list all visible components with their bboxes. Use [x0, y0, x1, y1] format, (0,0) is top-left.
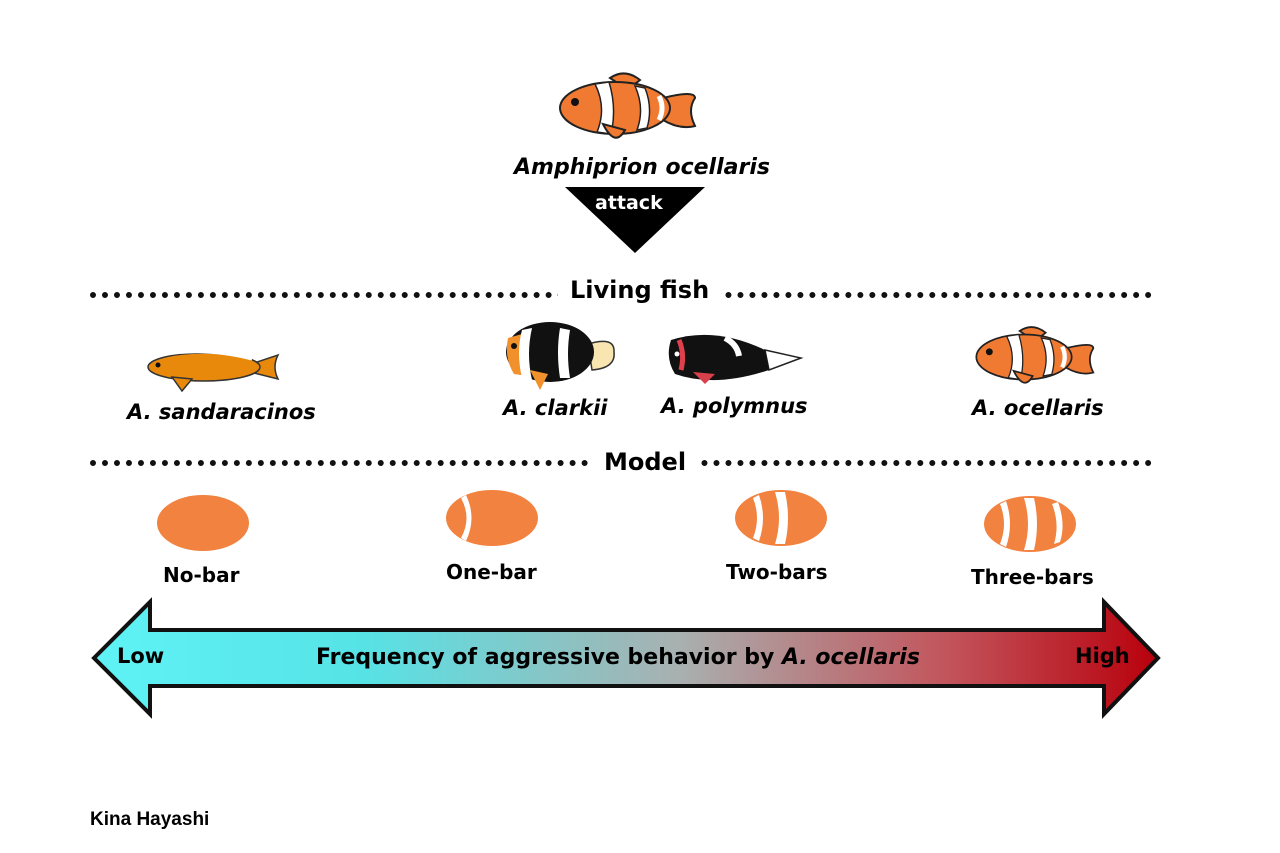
- aggression-scale-arrow: [91, 597, 1161, 719]
- scale-high-label: High: [1075, 644, 1130, 668]
- scale-caption: Frequency of aggressive behavior by A. o…: [316, 645, 920, 670]
- living-fish-heading: Living fish: [558, 276, 722, 304]
- polymnus-icon: [668, 334, 804, 384]
- species-label: A. polymnus: [661, 394, 808, 418]
- scale-caption-text: Frequency of aggressive behavior by: [316, 645, 782, 670]
- model-label: Two-bars: [726, 560, 828, 584]
- attack-label: attack: [595, 192, 663, 214]
- species-label: A. clarkii: [503, 396, 608, 420]
- model-one-bar-icon: [446, 490, 538, 546]
- clarkii-icon: [506, 322, 615, 390]
- scale-caption-species: A. ocellaris: [781, 645, 920, 670]
- species-label: A. ocellaris: [972, 396, 1104, 420]
- attacker-name: Amphiprion ocellaris: [514, 155, 770, 180]
- model-label: No-bar: [163, 563, 240, 587]
- model-label: Three-bars: [971, 565, 1094, 589]
- scale-low-label: Low: [117, 644, 165, 668]
- model-label: One-bar: [446, 560, 537, 584]
- attack-arrow-icon: [565, 187, 705, 253]
- model-three-bars-icon: [984, 496, 1076, 552]
- credit-text: Kina Hayashi: [90, 809, 210, 830]
- model-no-bar-icon: [157, 495, 249, 551]
- species-label: A. sandaracinos: [127, 400, 316, 424]
- model-two-bars-icon: [735, 490, 827, 546]
- ocellaris-attacker-icon: [559, 72, 697, 139]
- sandaracinos-icon: [147, 350, 280, 393]
- ocellaris-icon: [975, 326, 1095, 384]
- model-heading: Model: [592, 448, 699, 476]
